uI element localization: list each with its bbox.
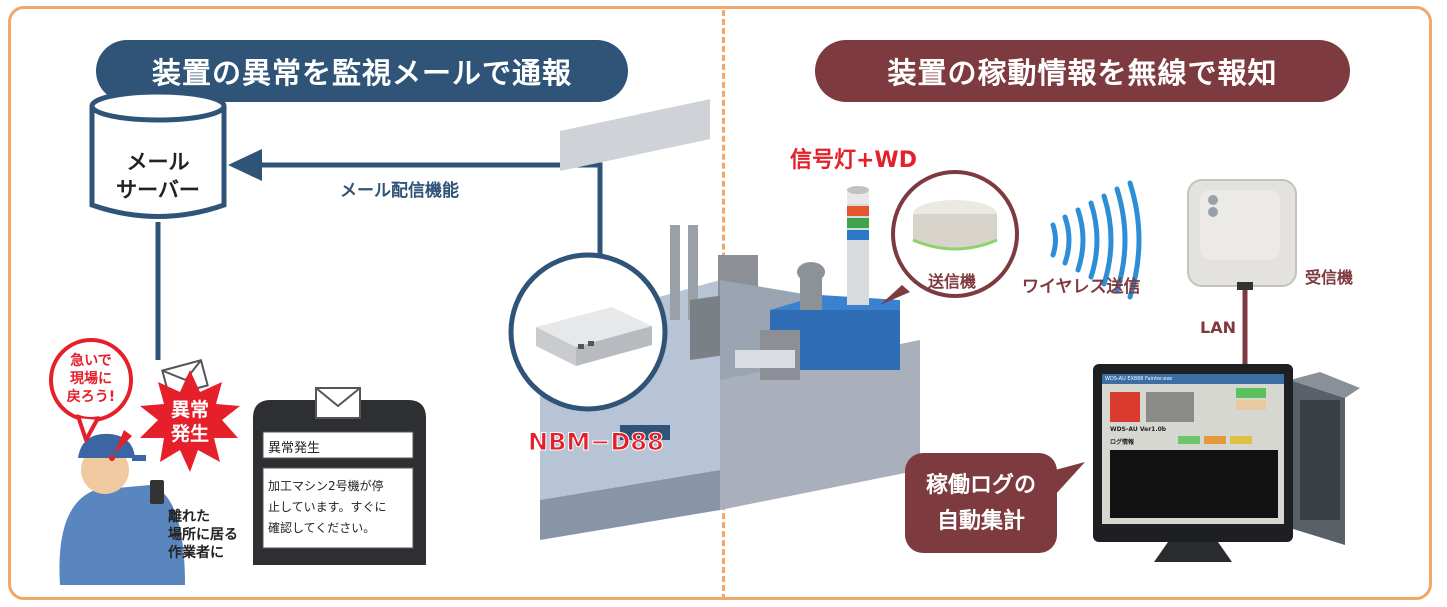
envelope-icon bbox=[315, 387, 361, 419]
log-label: 稼働ログの 自動集計 bbox=[905, 468, 1057, 540]
worker-caption: 離れた 場所に居る 作業者に bbox=[168, 508, 238, 562]
mail-server-label-line1: メール bbox=[126, 150, 190, 174]
worker-speech-line2: 現場に bbox=[70, 371, 112, 387]
smartphone bbox=[253, 387, 426, 565]
phone-message-line3: 確認してください。 bbox=[268, 521, 376, 535]
phone-message-line2: 止しています。すぐに bbox=[268, 500, 387, 514]
transmitter-zoom-circle bbox=[880, 170, 1019, 305]
worker-speech-line3: 戻ろう! bbox=[66, 389, 116, 405]
signal-light-tower bbox=[847, 186, 869, 305]
phone-message-line1: 加工マシン2号機が停 bbox=[268, 479, 384, 493]
alert-burst-text: 異常 発生 bbox=[160, 398, 220, 446]
mail-function-label: メール配信機能 bbox=[340, 181, 459, 201]
receiver-label: 受信機 bbox=[1305, 268, 1354, 287]
alert-burst-icon bbox=[140, 370, 240, 472]
worker-caption-line3: 作業者に bbox=[168, 545, 224, 561]
transmitter-label: 送信機 bbox=[928, 272, 977, 291]
screen-title: WDS-AU EX888 Fainter.exe bbox=[1105, 376, 1173, 382]
lan-label: LAN bbox=[1200, 318, 1236, 337]
monitor bbox=[1093, 364, 1293, 562]
device-label: NBM−D88 bbox=[528, 428, 665, 457]
worker-speech-line1: 急いで bbox=[70, 353, 112, 369]
mail-server-icon bbox=[89, 89, 227, 219]
receiver-device bbox=[1187, 179, 1297, 290]
wireless-waves-icon bbox=[1050, 180, 1142, 300]
log-callout-bubble bbox=[905, 453, 1085, 553]
screen-section: ログ情報 bbox=[1110, 439, 1135, 446]
device-zoom-circle bbox=[508, 252, 668, 412]
signal-light-label: 信号灯+WD bbox=[790, 148, 917, 173]
mail-server-label-line2: サーバー bbox=[116, 178, 200, 202]
machine-illustration bbox=[540, 99, 920, 540]
screen-version: WDS-AU Ver1.0b bbox=[1110, 426, 1167, 433]
worker-caption-line1: 離れた bbox=[168, 509, 210, 525]
log-label-line2: 自動集計 bbox=[936, 509, 1025, 534]
alert-burst-line1: 異常 bbox=[170, 399, 209, 421]
pc-tower bbox=[1290, 372, 1360, 545]
alert-burst-line2: 発生 bbox=[170, 423, 209, 445]
worker-illustration bbox=[59, 359, 209, 585]
mail-server-label: メール サーバー bbox=[112, 148, 204, 204]
wireless-label: ワイヤレス送信 bbox=[1022, 277, 1141, 297]
worker-speech-bubble bbox=[49, 338, 133, 442]
worker-caption-line2: 場所に居る bbox=[168, 527, 238, 543]
right-panel-title: 装置の稼動情報を無線で報知 bbox=[815, 40, 1350, 102]
phone-message-body: 加工マシン2号機が停 止しています。すぐに 確認してください。 bbox=[268, 476, 386, 539]
phone-message-subject: 異常発生 bbox=[268, 441, 321, 456]
worker-speech-text: 急いで 現場に 戻ろう! bbox=[56, 352, 126, 406]
log-label-line1: 稼働ログの bbox=[925, 473, 1036, 498]
